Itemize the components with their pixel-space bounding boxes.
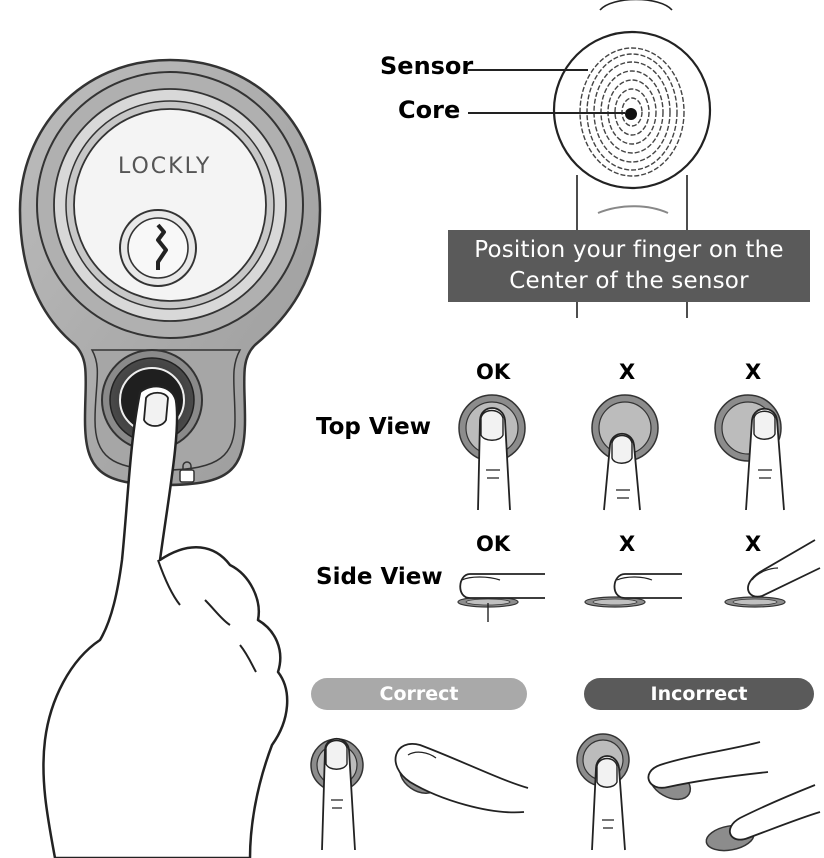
top-view-x-2	[714, 394, 785, 511]
instruction-line-1: Position your finger on the	[474, 237, 784, 263]
top-view-mark-1: OK	[476, 360, 511, 384]
top-view-mark-2: X	[619, 360, 636, 384]
incorrect-top-example	[576, 733, 630, 851]
sensor-callout-label: Sensor	[380, 52, 474, 80]
correct-side-example	[394, 742, 529, 814]
incorrect-label: Incorrect	[650, 683, 748, 705]
correct-pill: Correct	[311, 678, 527, 710]
brand-logo: LOCKLY	[118, 154, 212, 179]
side-view-ok	[457, 573, 545, 622]
hand-illustration	[42, 384, 289, 858]
instruction-line-2: Center of the sensor	[509, 268, 749, 294]
side-view-label: Side View	[316, 564, 443, 590]
top-view-label: Top View	[316, 414, 432, 440]
instruction-banner: Position your finger on the Center of th…	[448, 230, 810, 302]
side-view-x-2	[724, 539, 821, 608]
top-view-x-1	[591, 394, 659, 511]
fingertip-closeup	[468, 0, 712, 318]
core-callout-label: Core	[398, 96, 461, 124]
incorrect-pill: Incorrect	[584, 678, 814, 710]
side-view-mark-2: X	[619, 532, 636, 556]
side-view-x-1	[584, 573, 682, 608]
incorrect-side-example-1	[647, 741, 769, 801]
incorrect-side-example-2	[705, 784, 821, 852]
correct-label: Correct	[379, 683, 459, 705]
side-view-mark-3: X	[745, 532, 762, 556]
top-view-mark-3: X	[745, 360, 762, 384]
top-view-ok	[458, 394, 526, 511]
side-view-mark-1: OK	[476, 532, 511, 556]
smart-lock	[18, 58, 322, 487]
correct-top-example	[310, 737, 364, 851]
